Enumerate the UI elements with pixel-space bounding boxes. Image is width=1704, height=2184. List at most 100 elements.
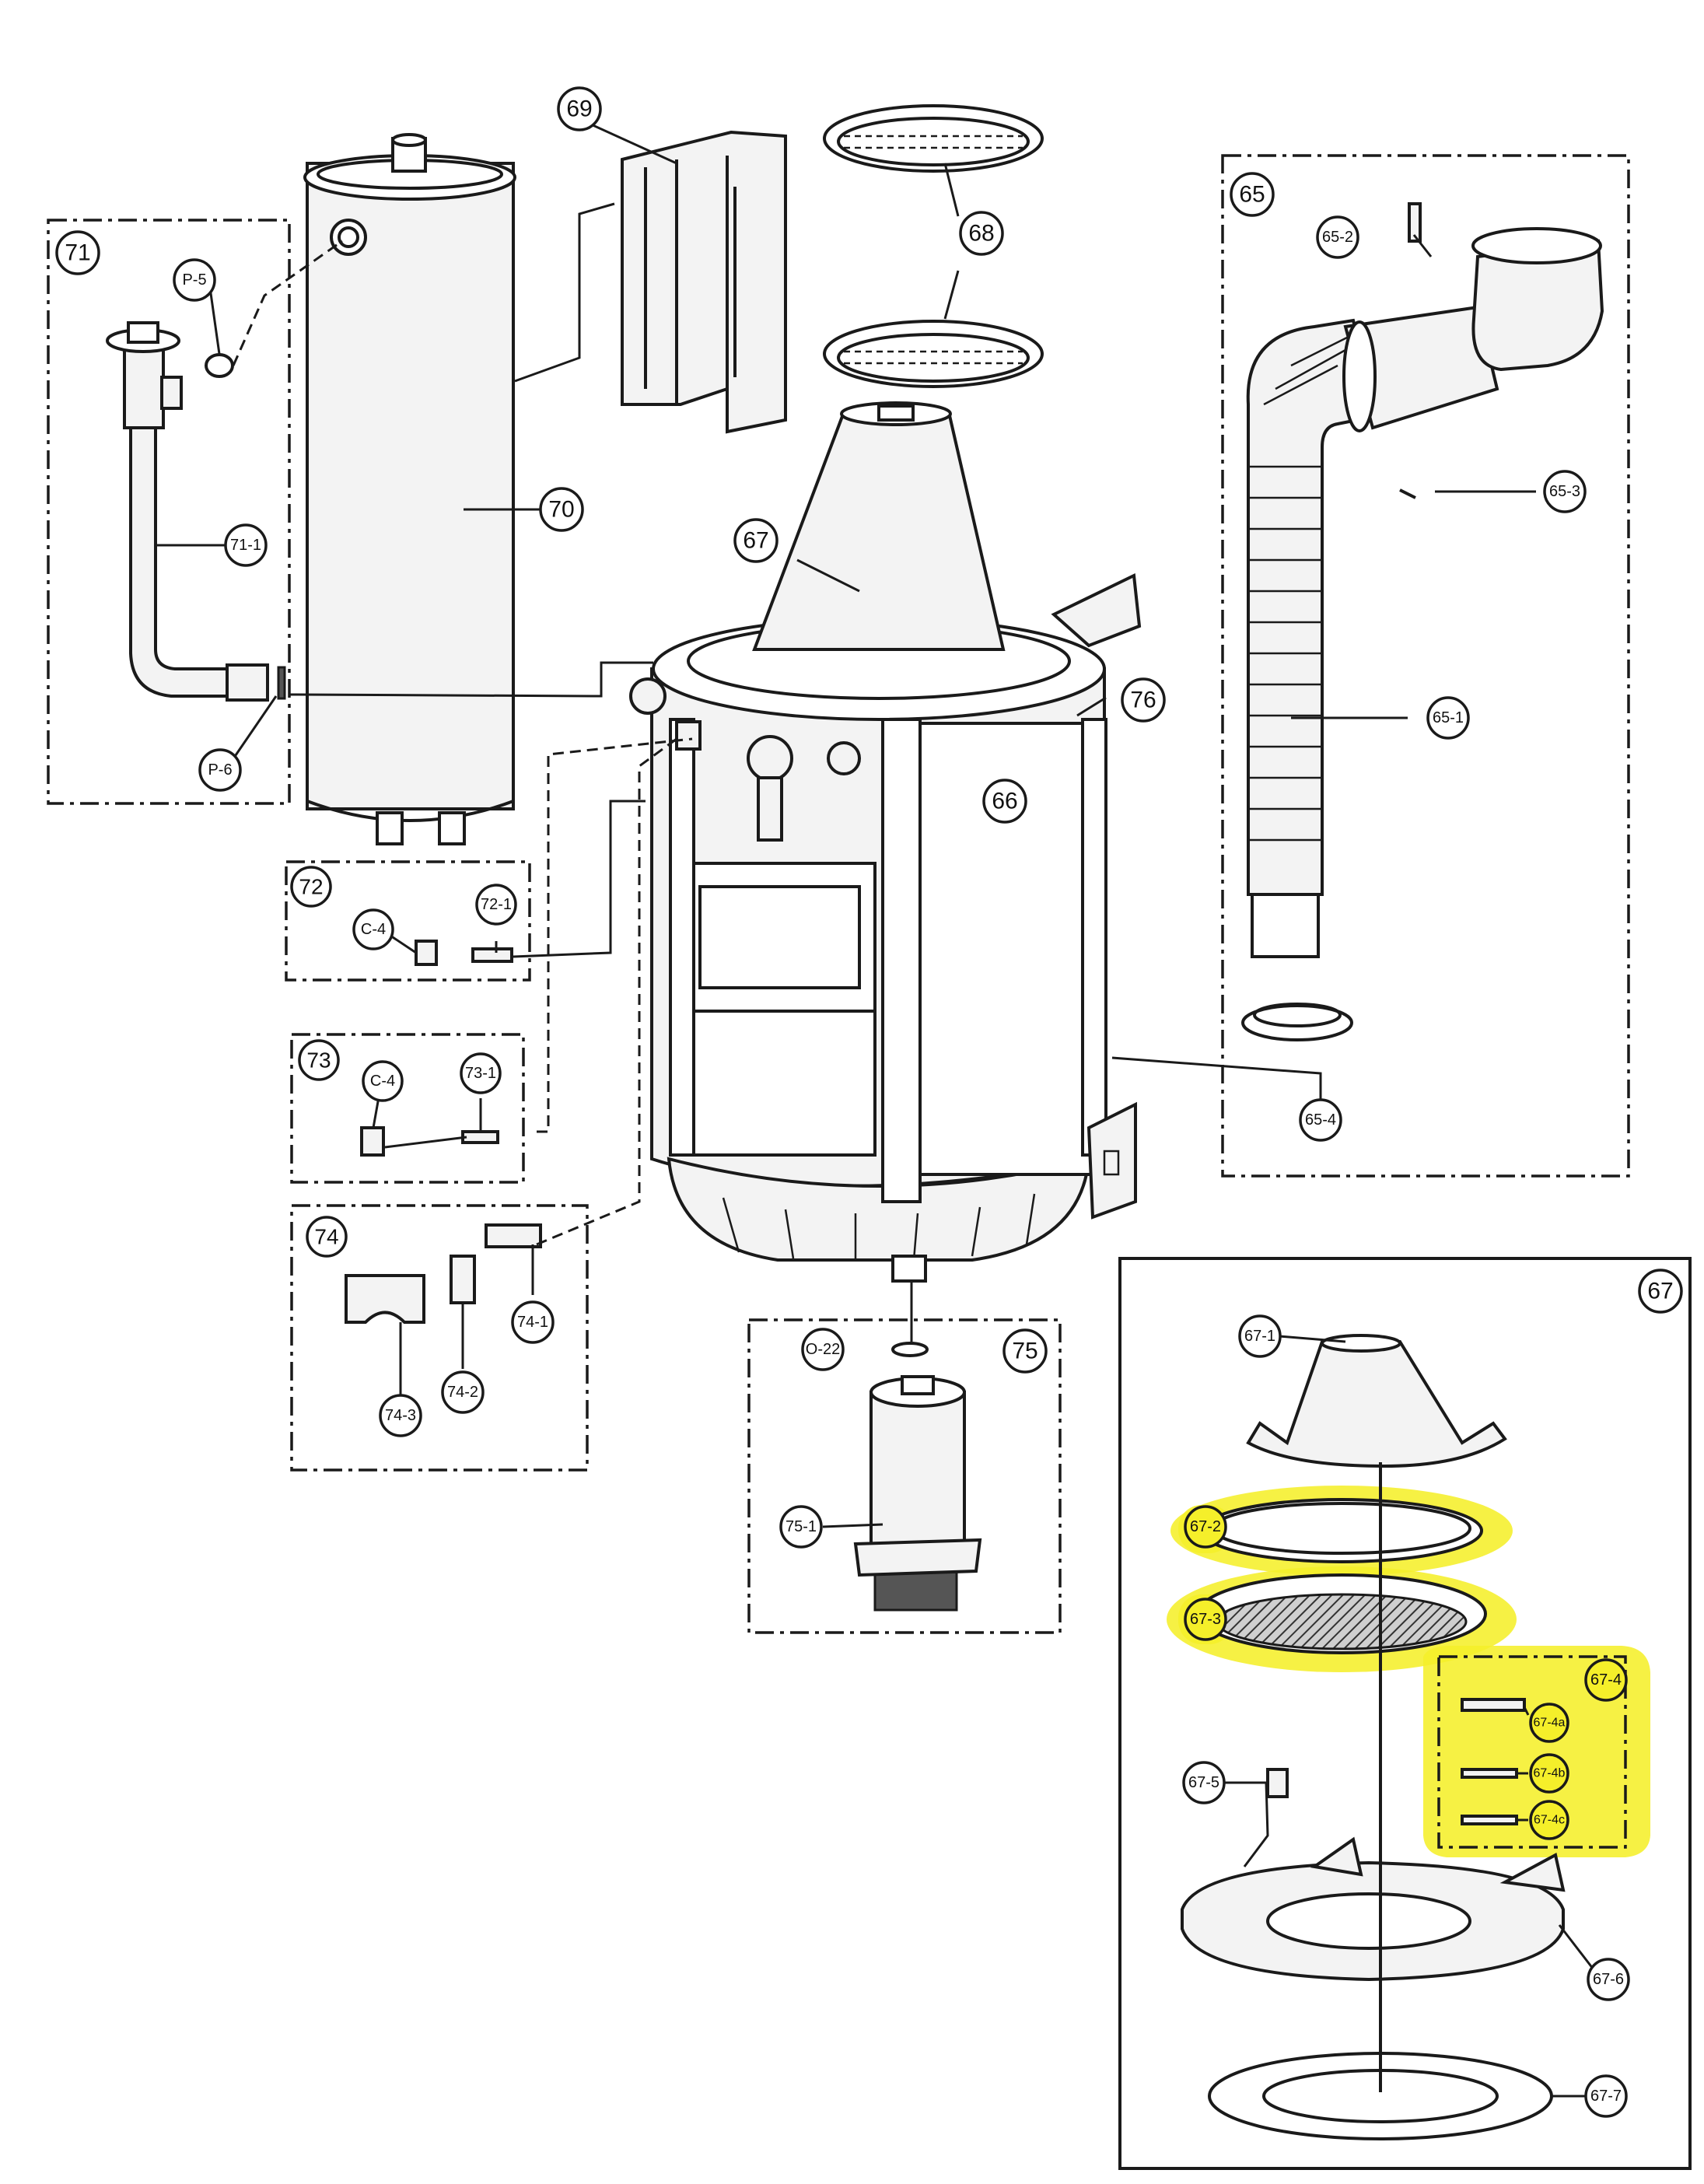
burner-67-3-mesh (1216, 1593, 1468, 1650)
tank-bottom-curve (306, 800, 514, 822)
vent-gasket-inner (1253, 1003, 1342, 1027)
hose-clamp-upper (823, 104, 1044, 173)
svg-text:67-7: 67-7 (1590, 2088, 1622, 2105)
heater-port (827, 741, 861, 775)
svg-text:67-1: 67-1 (1244, 1328, 1275, 1345)
assembly-72-box (285, 860, 531, 982)
svg-text:65-3: 65-3 (1549, 483, 1580, 500)
assembly-67-4-box (1437, 1655, 1627, 1849)
storage-tank (303, 133, 516, 845)
o-ring-o22 (891, 1342, 929, 1357)
callout-67-4c: 67-4c (1529, 1800, 1569, 1840)
svg-text:C-4: C-4 (361, 921, 386, 938)
svg-text:72: 72 (299, 875, 323, 899)
heater-right-post (1081, 718, 1107, 1157)
callout-69: 69 (557, 86, 602, 131)
svg-text:74-2: 74-2 (447, 1384, 478, 1401)
hose-clamp-lower (823, 320, 1044, 388)
heater-left-post (669, 718, 695, 1157)
heater-sensor-port (675, 720, 702, 751)
callout-o22: O-22 (801, 1328, 845, 1371)
mounting-bracket-assembly (621, 104, 1044, 434)
callout-67-2: 67-2 (1184, 1505, 1227, 1549)
drain-neck (901, 1375, 935, 1395)
vent-elbow (1471, 239, 1604, 372)
callout-65: 65 (1230, 172, 1275, 217)
svg-text:74-1: 74-1 (517, 1314, 548, 1331)
vent-screw-65-3 (1399, 488, 1416, 499)
svg-text:67-4c: 67-4c (1534, 1814, 1565, 1827)
heater-window-lower (683, 1010, 876, 1157)
tank-side-port (330, 219, 367, 256)
svg-text:76: 76 (1130, 688, 1156, 713)
vent-flex-hose (1246, 318, 1379, 896)
burner-base-bracket-right (1499, 1852, 1566, 1892)
callout-67-3: 67-3 (1184, 1598, 1227, 1641)
heater-body (629, 572, 1142, 1283)
callout-72: 72 (290, 866, 332, 908)
svg-text:71: 71 (65, 240, 90, 266)
svg-text:67-6: 67-6 (1593, 1971, 1624, 1988)
svg-text:67-4: 67-4 (1590, 1671, 1622, 1689)
callout-70: 70 (539, 487, 584, 532)
assembly-71-box (47, 219, 291, 805)
svg-text:68: 68 (968, 221, 994, 247)
callout-65-3: 65-3 (1543, 470, 1587, 513)
sensor-74-parts (345, 1223, 542, 1324)
heater-gas-valve (747, 735, 793, 782)
callout-66: 66 (982, 779, 1027, 824)
callout-67-box: 67 (1638, 1269, 1683, 1314)
sensor-72-parts (415, 940, 513, 966)
drain-flange (853, 1538, 982, 1577)
vent-hose-ribs (1248, 465, 1322, 842)
callout-c4-73: C-4 (362, 1060, 404, 1102)
burner-cone-top (752, 401, 1006, 651)
gasket-p6 (277, 666, 286, 700)
tank-side-port-inner (338, 226, 359, 248)
heater-top-bracket (1051, 572, 1142, 648)
svg-text:70: 70 (548, 497, 574, 523)
callout-76: 76 (1121, 677, 1166, 723)
callout-74-1: 74-1 (511, 1300, 555, 1344)
callout-74: 74 (306, 1216, 348, 1258)
callout-67-4b: 67-4b (1529, 1753, 1569, 1794)
vent-sensor-65-2 (1408, 202, 1422, 243)
pipe-tee (123, 341, 165, 429)
tank-bottom-leg-2 (438, 811, 466, 845)
electrode-67-4a (1461, 1698, 1526, 1712)
svg-text:67-2: 67-2 (1190, 1518, 1221, 1535)
callout-67-7: 67-7 (1584, 2074, 1628, 2118)
callout-p5: P-5 (173, 258, 216, 302)
pipe-tee-branch (160, 376, 183, 410)
sensor-73-1 (461, 1130, 499, 1144)
svg-text:67-3: 67-3 (1190, 1611, 1221, 1628)
electrode-67-4c (1461, 1815, 1518, 1825)
svg-text:73: 73 (306, 1048, 331, 1073)
assembly-67-box (1118, 1257, 1692, 2170)
burner-base-opening (1266, 1892, 1471, 1950)
svg-text:71-1: 71-1 (230, 537, 261, 554)
callout-bubbles: 69 68 70 71 71-1 P-5 P-6 67 76 66 65 65-… (55, 86, 1683, 2118)
sensor-73-parts (360, 1126, 499, 1157)
vent-elbow-ribs (1263, 333, 1354, 406)
svg-text:65-4: 65-4 (1305, 1111, 1336, 1129)
burner-base-bracket-left (1310, 1836, 1363, 1877)
callout-71-1: 71-1 (224, 523, 268, 567)
svg-text:C-4: C-4 (370, 1073, 395, 1090)
cone-67-1 (1246, 1340, 1507, 1468)
callout-67: 67 (733, 518, 779, 563)
clip-c4-73 (360, 1126, 385, 1157)
callout-c4-72: C-4 (352, 908, 394, 950)
mounting-bracket (621, 130, 787, 434)
part-67-5 (1266, 1768, 1289, 1798)
drain-base (873, 1570, 958, 1612)
svg-text:65-1: 65-1 (1433, 709, 1464, 726)
cone-body (752, 411, 1006, 651)
svg-text:65-2: 65-2 (1322, 229, 1353, 246)
pipe-flange-neck (127, 321, 159, 344)
svg-text:67: 67 (1647, 1279, 1673, 1304)
heater-window-inner (698, 885, 861, 989)
callout-73-1: 73-1 (460, 1052, 502, 1094)
drain-assembly-75 (853, 1342, 982, 1612)
